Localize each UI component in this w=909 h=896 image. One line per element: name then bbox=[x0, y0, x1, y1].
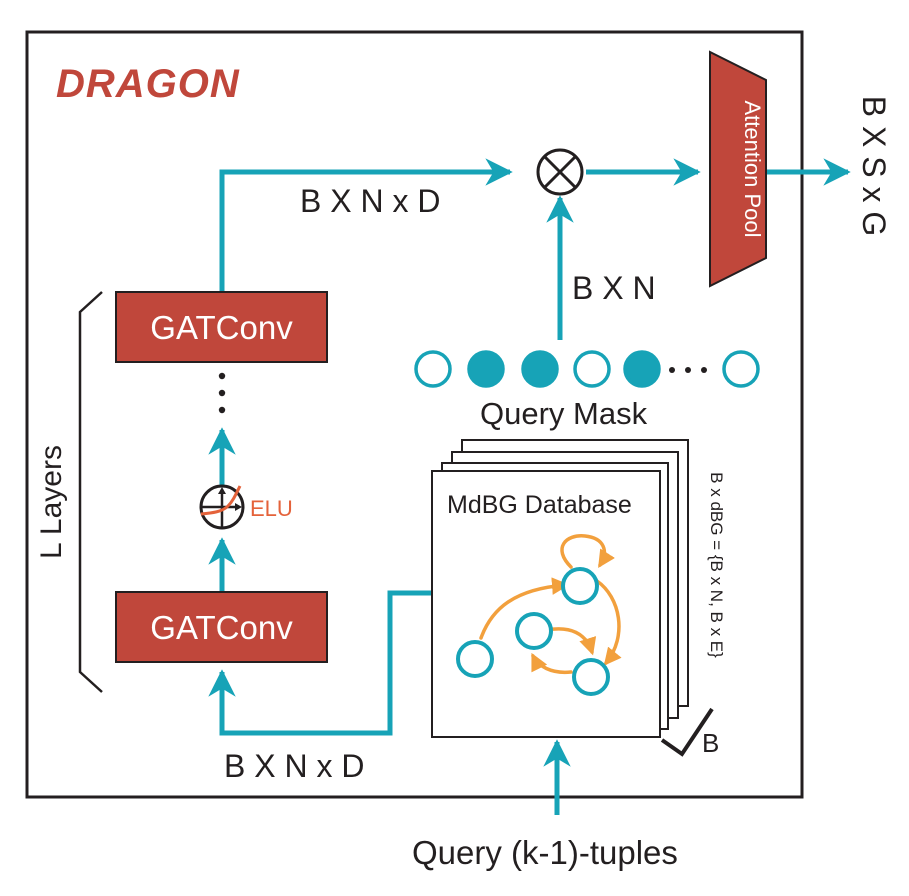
diagram-title: DRAGON bbox=[56, 62, 240, 106]
batch-bracket bbox=[660, 707, 714, 757]
graph-node bbox=[561, 567, 599, 605]
gatconv-bottom-label: GATConv bbox=[150, 608, 293, 646]
gatconv-bottom-block bbox=[115, 591, 328, 663]
mask-token-unselected bbox=[573, 350, 611, 388]
dbg-shape: B x dBG = {B x N, B x E} bbox=[707, 472, 727, 658]
outer-frame bbox=[25, 30, 804, 799]
layers-bracket bbox=[78, 291, 103, 693]
database-stack bbox=[431, 439, 689, 738]
graph-node bbox=[572, 658, 610, 696]
elu-activation-icon bbox=[199, 484, 245, 530]
graph-nodes bbox=[456, 567, 610, 696]
multiply-icon bbox=[536, 148, 584, 196]
mask-shape: B X N bbox=[572, 270, 656, 306]
mask-token-selected bbox=[623, 350, 661, 388]
mask-ellipsis bbox=[669, 367, 707, 373]
attention-pool-block bbox=[709, 50, 767, 288]
query-tuples-label: Query (k-1)-tuples bbox=[412, 834, 678, 871]
graph-node bbox=[456, 640, 494, 678]
graph-node bbox=[515, 612, 553, 650]
arrow-gatconv-to-multiply bbox=[219, 158, 513, 292]
mask-token-selected bbox=[467, 350, 505, 388]
gatconv-top-block bbox=[115, 291, 328, 363]
database-label: MdBG Database bbox=[447, 491, 632, 519]
output-shape: B X S x G bbox=[856, 95, 892, 237]
arrow-database-to-gatconv bbox=[208, 590, 432, 736]
query-mask-circles bbox=[414, 350, 760, 388]
attention-pool-label: Attention Pool bbox=[740, 100, 765, 238]
flow-arrows bbox=[208, 158, 851, 815]
bottom-edge-shape: B X N x D bbox=[224, 748, 365, 784]
layers-label: L Layers bbox=[35, 445, 68, 559]
database-front-page bbox=[431, 470, 661, 738]
gatconv-top-label: GATConv bbox=[150, 308, 293, 346]
mask-token-unselected bbox=[414, 350, 452, 388]
top-edge-shape: B X N x D bbox=[300, 183, 441, 219]
batch-label: B bbox=[702, 728, 720, 758]
query-mask-label: Query Mask bbox=[480, 396, 648, 431]
elu-label: ELU bbox=[250, 496, 293, 521]
mask-token-selected bbox=[521, 350, 559, 388]
layer-ellipsis bbox=[218, 372, 226, 414]
mask-token-unselected bbox=[722, 350, 760, 388]
